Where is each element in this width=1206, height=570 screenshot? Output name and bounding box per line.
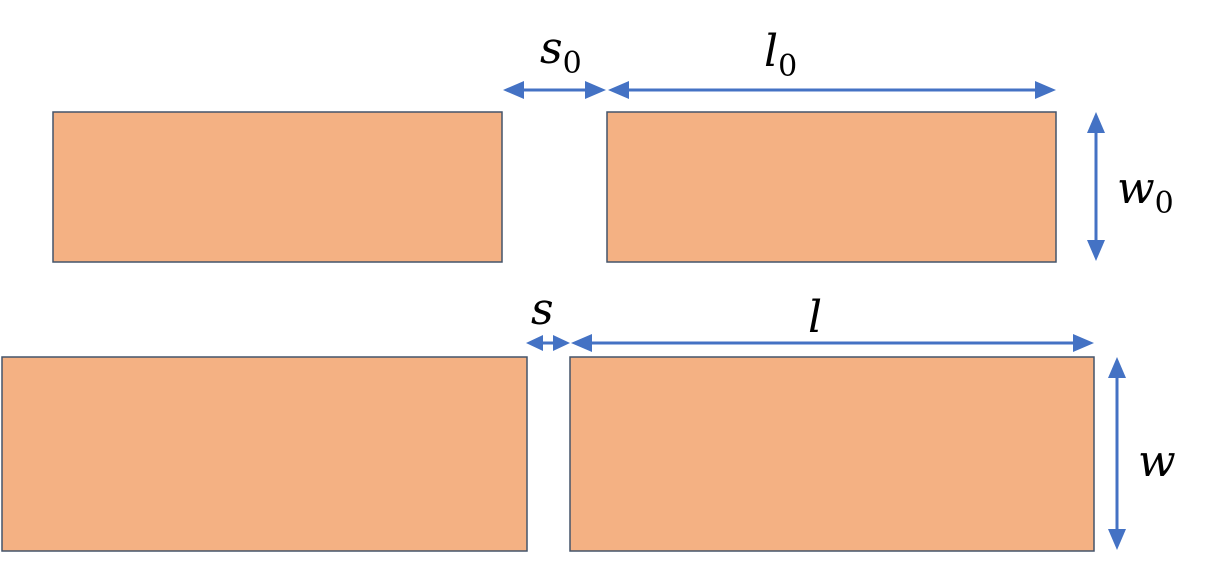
- w0-dimension-arrow: [1087, 112, 1105, 261]
- bottom-left-conductor: [1, 356, 528, 552]
- l0-label: l0: [764, 26, 797, 84]
- top-right-conductor: [606, 111, 1057, 263]
- w-dimension-arrow: [1108, 357, 1126, 550]
- s-label: s: [531, 284, 554, 335]
- l-label: l: [808, 292, 822, 343]
- l-dimension-arrow: [571, 334, 1094, 352]
- w0-label: w0: [1117, 163, 1174, 221]
- top-left-conductor: [52, 111, 503, 263]
- l0-dimension-arrow: [608, 81, 1056, 99]
- s0-dimension-arrow: [503, 81, 606, 99]
- s0-label: s0: [540, 23, 582, 81]
- w-label: w: [1138, 436, 1176, 487]
- s-dimension-arrow: [526, 335, 570, 351]
- bottom-right-conductor: [569, 356, 1095, 552]
